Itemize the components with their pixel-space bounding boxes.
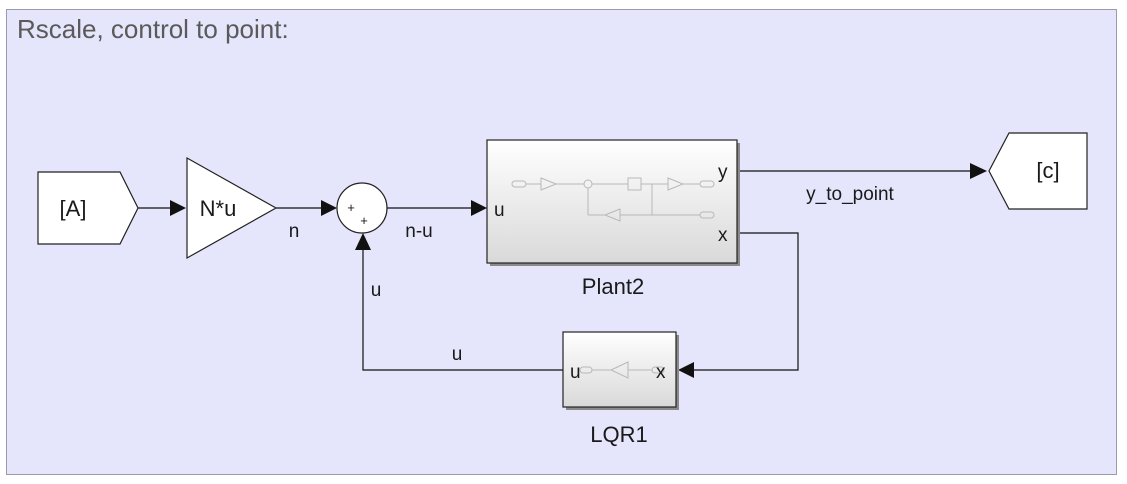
sum-sign-1: + (347, 200, 355, 215)
lqr1-port-x: x (656, 362, 666, 383)
arrow-sum-input-1 (321, 200, 337, 216)
arrow-plant-input (471, 200, 487, 216)
plant2-port-y: y (718, 162, 728, 183)
wire-u-feedback[interactable] (362, 250, 563, 371)
sum-sign-2: + (360, 213, 368, 228)
plant2-name: Plant2 (582, 274, 644, 299)
sum-block[interactable]: + + (336, 182, 388, 234)
goto-c-label: [c] (1036, 158, 1059, 183)
plant2-port-u: u (494, 200, 505, 221)
lqr1-port-u: u (570, 362, 581, 383)
signal-label-n: n (289, 221, 300, 242)
lqr1-subsystem[interactable]: u x LQR1 (562, 331, 679, 447)
gain-block[interactable]: N*u (186, 156, 278, 260)
goto-a-block[interactable]: [A] (37, 171, 139, 245)
plant2-subsystem[interactable]: u y x Plant2 (486, 139, 740, 299)
arrow-gain-input (170, 200, 186, 216)
signal-label-y-to-point: y_to_point (806, 184, 894, 205)
plant2-preview-icon (511, 177, 715, 222)
wire-x[interactable] (694, 232, 799, 371)
lqr1-name: LQR1 (590, 422, 647, 447)
arrow-lqr-input (678, 362, 694, 378)
plant2-port-x: x (718, 225, 728, 246)
area-title: Rscale, control to point: (17, 14, 289, 44)
lqr1-preview-icon (579, 361, 665, 379)
goto-c-block[interactable]: [c] (988, 132, 1088, 210)
signal-label-u-horizontal: u (452, 344, 463, 365)
goto-a-label: [A] (60, 196, 87, 221)
signal-label-n-minus-u: n-u (405, 221, 432, 242)
arrow-sum-input-2 (355, 233, 371, 250)
signal-label-u-vertical: u (371, 280, 382, 301)
arrow-goto-c-input (970, 163, 987, 179)
gain-label: N*u (200, 196, 237, 221)
wires (138, 163, 987, 378)
